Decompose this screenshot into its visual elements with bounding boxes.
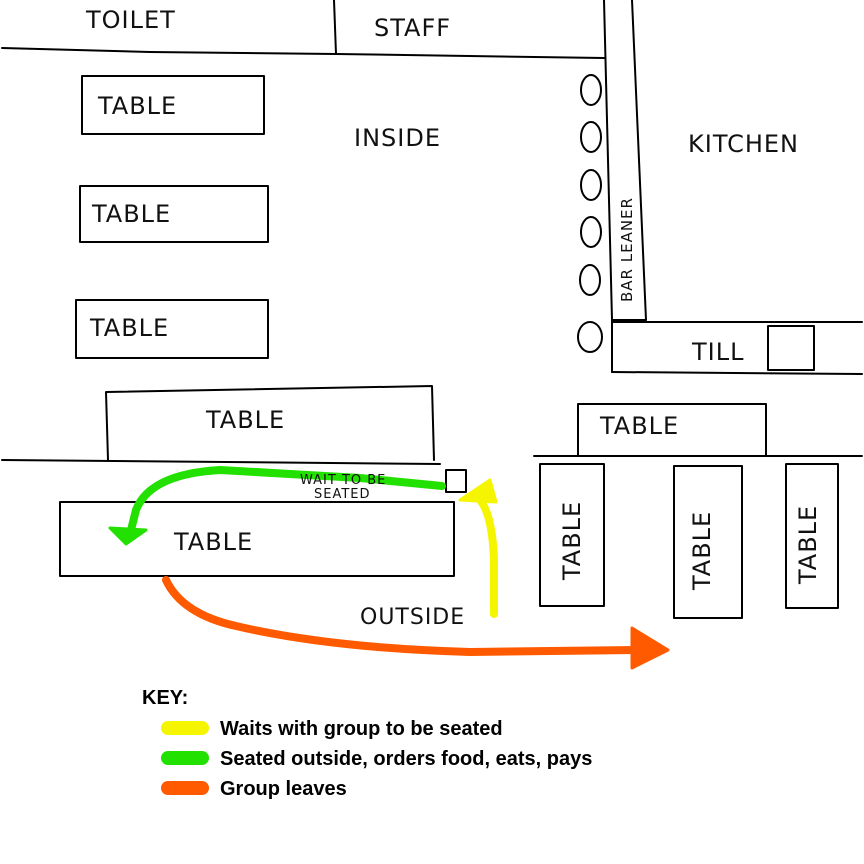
wait-note-line-2: SEATED	[314, 487, 371, 502]
top-rooms-wall	[1, 47, 605, 59]
door-marker	[445, 469, 467, 493]
outside-vertical-table-3	[785, 463, 839, 609]
bar-stool	[579, 264, 601, 296]
inside-table-2-label: TABLE	[91, 200, 171, 228]
outside-vertical-table-2	[673, 465, 743, 619]
outside-long-table	[59, 501, 455, 577]
inside-table-3	[75, 299, 269, 359]
bar-stool	[577, 321, 603, 353]
right-table-top-label: TABLE	[599, 412, 679, 440]
till-register	[767, 325, 815, 371]
flow-paths	[108, 465, 670, 670]
inside-table-3-label: TABLE	[89, 314, 169, 342]
inside-outside-wall-left	[1, 459, 441, 465]
outside-vertical-table-1	[539, 463, 605, 607]
right-table-top	[577, 403, 767, 457]
bar-stool	[580, 169, 602, 201]
outside-vertical-table-2-label: TABLE	[688, 511, 716, 591]
outside-vertical-table-1-label: TABLE	[558, 501, 586, 581]
inside-table-4	[105, 385, 435, 461]
inside-label: INSIDE	[354, 124, 441, 152]
toilet-label: TOILET	[85, 6, 176, 34]
bar-stool	[580, 216, 602, 248]
wait-note-line-1: WAIT TO BE	[300, 473, 386, 488]
toilet-staff-divider	[333, 0, 337, 55]
outside-vertical-table-3-label: TABLE	[794, 505, 822, 585]
outside-long-table-label: TABLE	[173, 528, 253, 556]
bar-stool	[580, 121, 602, 153]
key-legend: KEY: Waits with group to be seated Seate…	[142, 687, 592, 800]
inside-table-1-label: TABLE	[97, 92, 177, 120]
till-label: TILL	[691, 338, 744, 366]
key-label-wait: Waits with group to be seated	[220, 718, 503, 740]
wait-path	[472, 492, 498, 618]
outside-label: OUTSIDE	[360, 605, 465, 630]
leave-path	[162, 576, 644, 657]
bar-leaner-label: BAR LEANER	[618, 197, 636, 302]
bar-wall-left	[603, 0, 613, 373]
wait-path-arrowhead	[458, 478, 498, 504]
inside-table-4-label: TABLE	[205, 406, 285, 434]
kitchen-label: KITCHEN	[688, 130, 799, 158]
key-label-seated: Seated outside, orders food, eats, pays	[220, 748, 592, 770]
leave-path-arrowhead	[630, 626, 670, 670]
bar-stool	[580, 74, 602, 106]
till-counter	[611, 321, 863, 375]
inside-table-2	[79, 185, 269, 243]
bar-wall-right	[631, 0, 647, 321]
key-label-leave: Group leaves	[220, 778, 347, 800]
key-title: KEY:	[142, 687, 188, 709]
bar-stools	[577, 74, 603, 353]
staff-label: STAFF	[374, 14, 451, 42]
seated-path	[126, 465, 446, 538]
seated-path-arrowhead	[108, 526, 148, 546]
inside-table-1	[81, 75, 265, 135]
